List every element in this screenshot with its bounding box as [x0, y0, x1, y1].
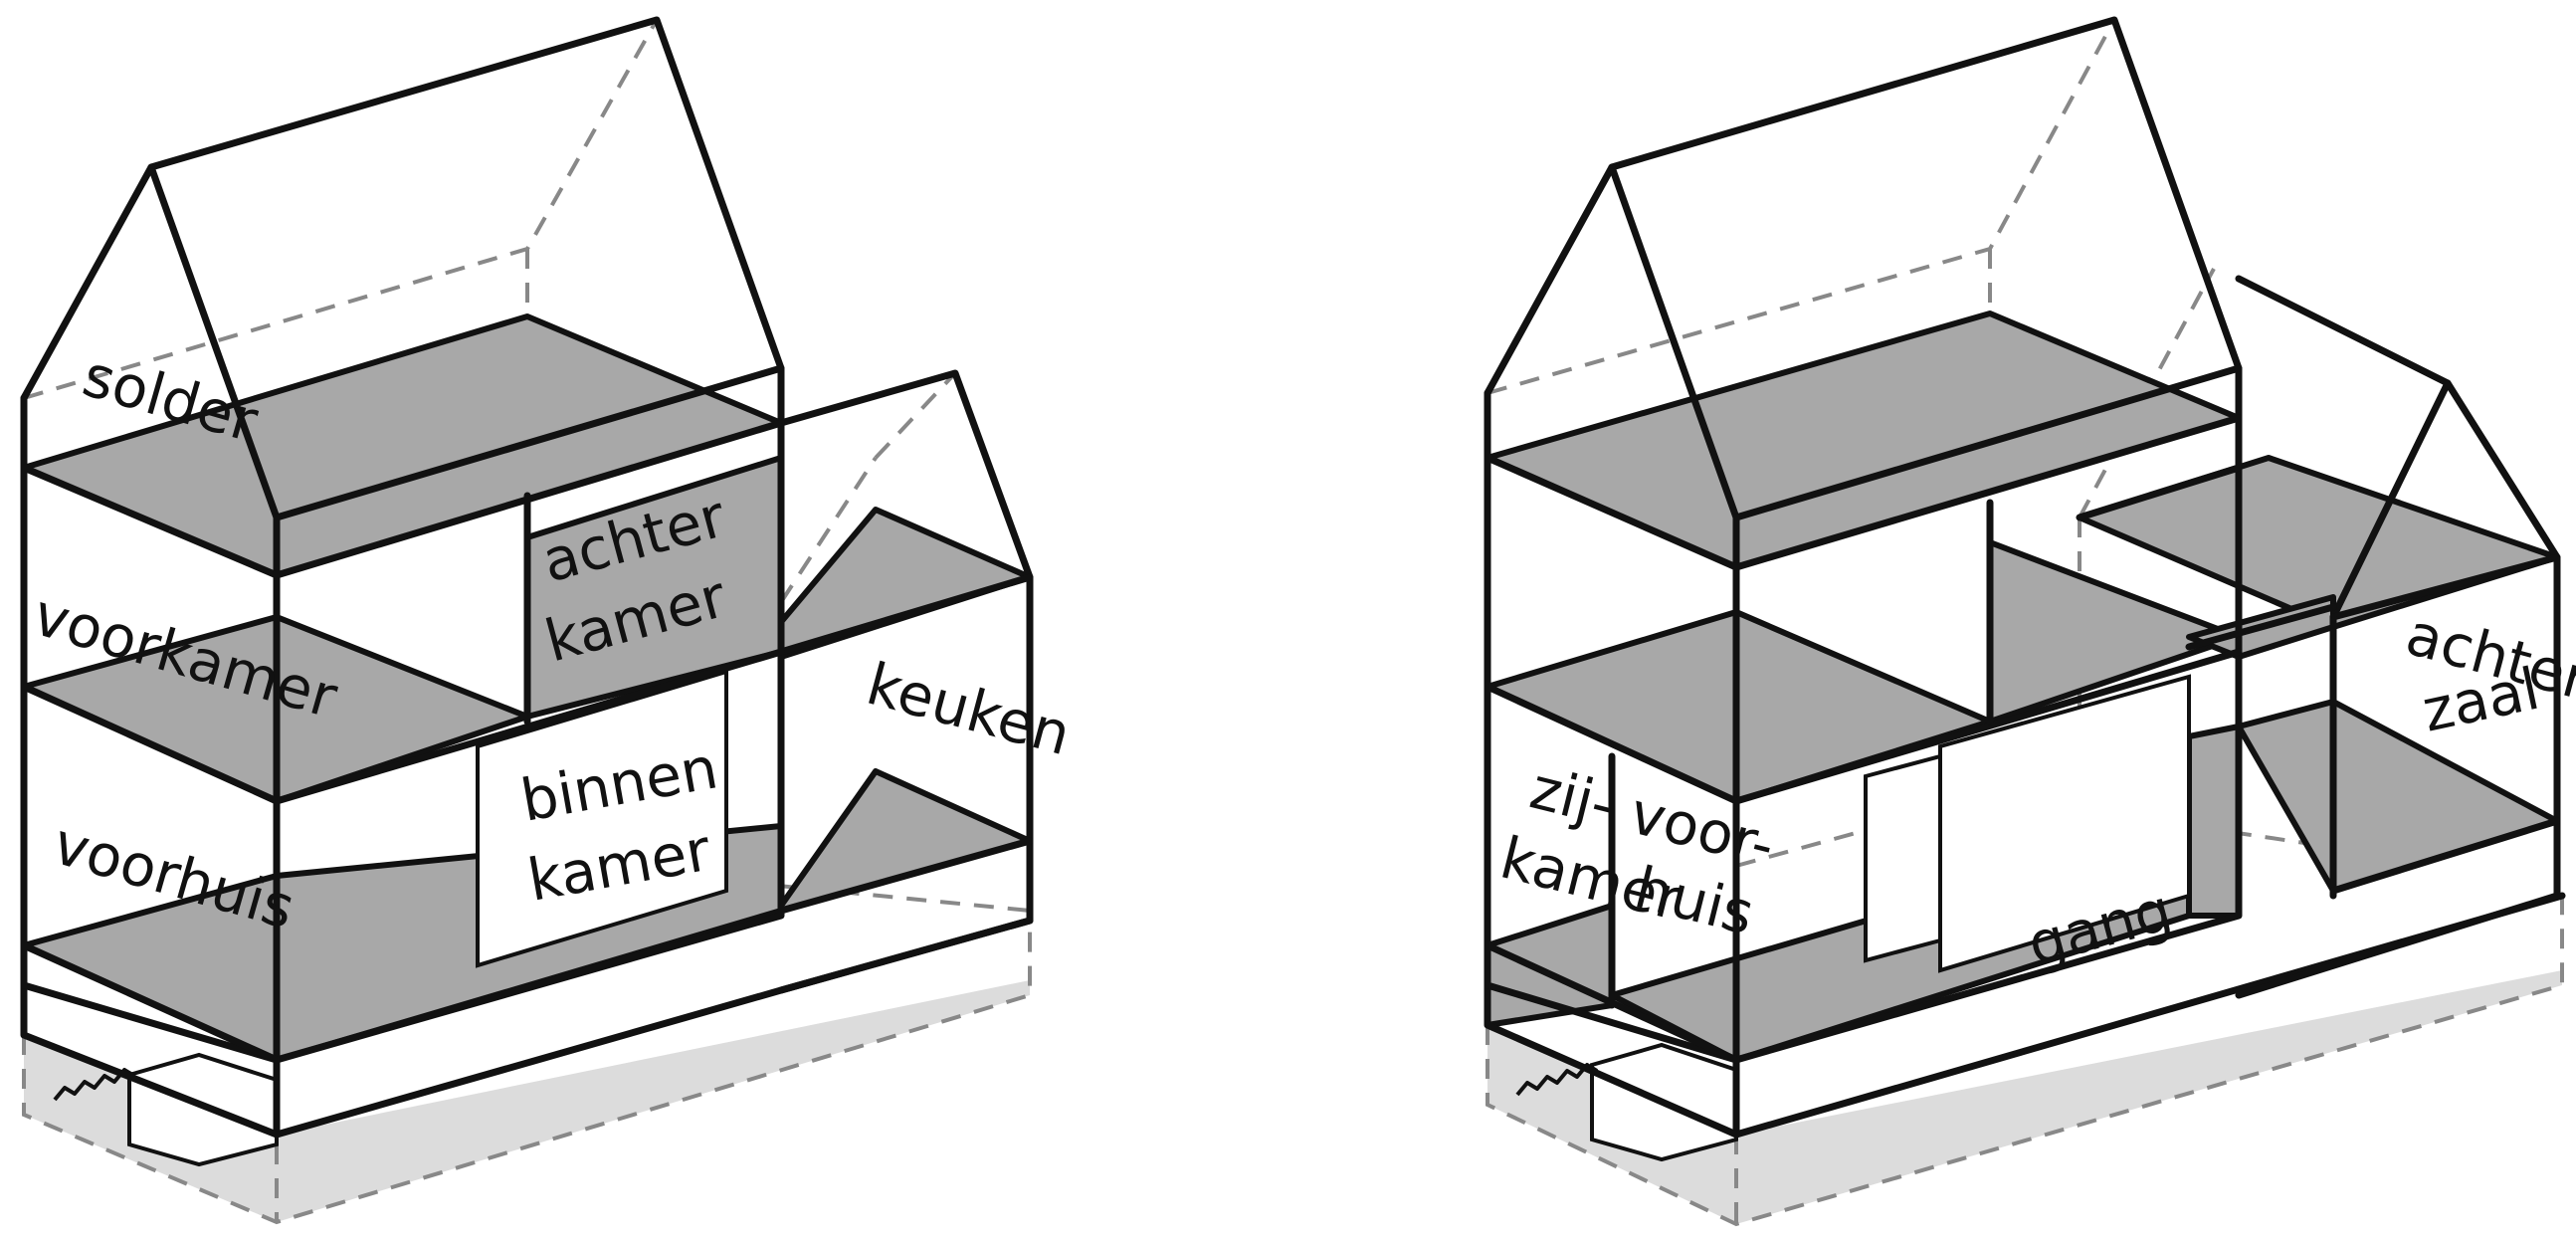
left-house: solder voorkamer achter kamer keuken bin… [20, 16, 1078, 1225]
right-inner-wall-b [1938, 674, 2191, 973]
right-inner-wall-a [1864, 753, 1942, 963]
left-main-outline [20, 16, 785, 1064]
left-binnenkamer-box [476, 669, 728, 968]
right-label-zij: zij- [1524, 754, 1622, 840]
left-label-keuken: keuken [860, 650, 1077, 769]
left-kitchen-attic-floor [778, 507, 1033, 660]
right-corridor-floor [2186, 724, 2242, 919]
right-main-outline [1484, 16, 2243, 1064]
left-kitchen-ground-floor [778, 768, 1033, 914]
right-house: achter zaal zij- kamer voor- huis gang [1484, 16, 2576, 1227]
right-achterzaal-floor [2236, 699, 2560, 894]
right-ground-shadow [1487, 970, 2562, 1224]
